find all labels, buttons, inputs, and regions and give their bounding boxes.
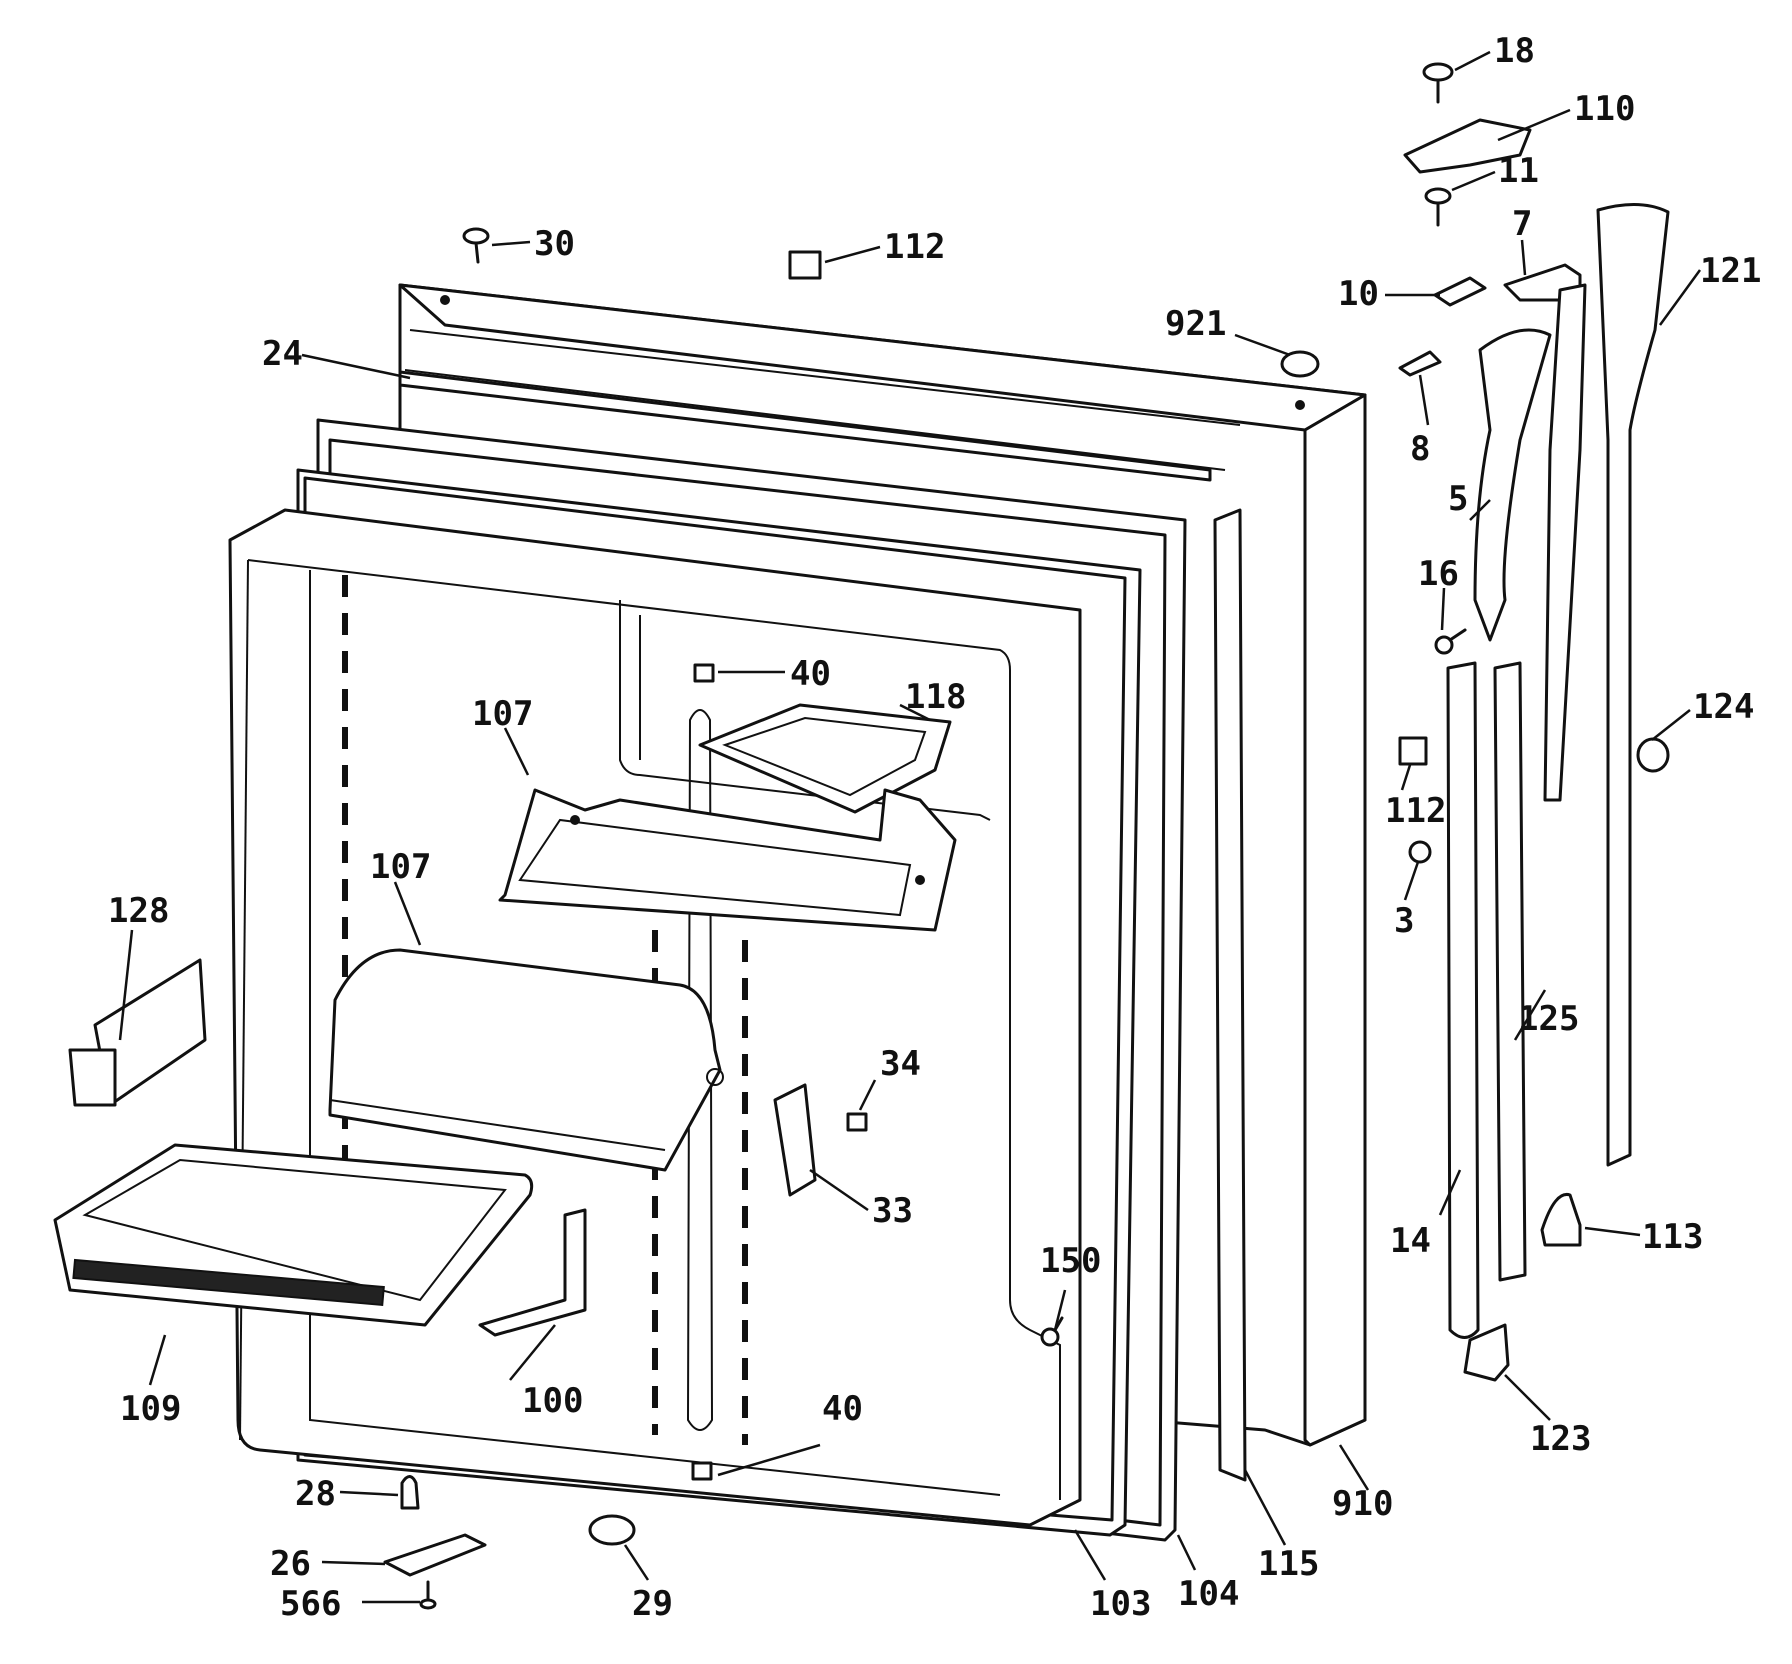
- callout-109: 109: [120, 1389, 181, 1429]
- leader-lines: [118, 50, 1702, 1604]
- callout-29: 29: [632, 1584, 673, 1624]
- callout-150: 150: [1040, 1241, 1101, 1281]
- butter-compartment-part: [68, 958, 207, 1107]
- lower-covered-door-bin: [328, 948, 724, 1172]
- hinge-cover-part: [1403, 118, 1532, 174]
- screw-part-18: [1422, 62, 1454, 104]
- clip-part-112-top: [788, 250, 822, 280]
- callout-104: 104: [1178, 1574, 1239, 1614]
- callout-921: 921: [1165, 304, 1226, 344]
- top-trim-strip: [398, 370, 1212, 482]
- callout-7: 7: [1512, 204, 1532, 244]
- callout-3: 3: [1394, 901, 1414, 941]
- clip-part-40-upper: [693, 663, 715, 683]
- callout-16: 16: [1418, 554, 1459, 594]
- callout-910: 910: [1332, 1484, 1393, 1524]
- screw-part-566: [419, 1580, 437, 1610]
- callout-123: 123: [1530, 1419, 1591, 1459]
- hinge-pin-part-8: [1398, 350, 1442, 377]
- callout-labels: 18 110 11 7 121 30 112 10 921 24 8 5 16 …: [108, 31, 1761, 1624]
- callout-128: 128: [108, 891, 169, 931]
- callout-112-top: 112: [884, 227, 945, 267]
- nut-part-3: [1408, 840, 1432, 864]
- door-rail-part-14: [1446, 661, 1480, 1339]
- plate-part-26: [383, 1533, 487, 1577]
- callout-566: 566: [280, 1584, 341, 1624]
- callout-113: 113: [1642, 1217, 1703, 1257]
- callout-28: 28: [295, 1474, 336, 1514]
- clip-part-40-lower: [691, 1461, 713, 1481]
- bin-support-bracket: [478, 1208, 587, 1337]
- pin-part-28: [400, 1475, 420, 1510]
- callout-110: 110: [1574, 89, 1635, 129]
- door-rail-part-125: [1493, 661, 1527, 1282]
- screw-part-150: [1040, 1316, 1064, 1347]
- callout-24: 24: [262, 334, 303, 374]
- door-stop-part-113: [1540, 1192, 1582, 1247]
- callout-30: 30: [534, 224, 575, 264]
- callout-40-lower: 40: [822, 1389, 863, 1429]
- callout-40-upper: 40: [790, 654, 831, 694]
- spacer-part-124: [1636, 737, 1670, 773]
- callout-125: 125: [1518, 999, 1579, 1039]
- callout-34: 34: [880, 1044, 921, 1084]
- plug-button-part-921: [1280, 350, 1320, 378]
- dairy-door-part: [698, 703, 952, 814]
- upper-door-shelf-bin: [498, 788, 957, 932]
- callout-33: 33: [872, 1191, 913, 1231]
- callout-11: 11: [1498, 151, 1539, 191]
- callout-118: 118: [905, 677, 966, 717]
- callout-8: 8: [1410, 429, 1430, 469]
- callout-112-right: 112: [1385, 791, 1446, 831]
- callout-100: 100: [522, 1381, 583, 1421]
- callout-10: 10: [1338, 274, 1379, 314]
- callout-18: 18: [1494, 31, 1535, 71]
- callout-14: 14: [1390, 1221, 1431, 1261]
- bottom-hinge-part-123: [1463, 1323, 1510, 1382]
- callout-26: 26: [270, 1544, 311, 1584]
- clip-part-34: [846, 1112, 868, 1132]
- screw-part-11: [1424, 187, 1452, 227]
- callout-107-lower: 107: [370, 847, 431, 887]
- handle-channel-part-7: [1543, 283, 1587, 802]
- screw-part-30: [462, 227, 490, 264]
- handle-trim-part-121: [1596, 202, 1670, 1167]
- callout-5: 5: [1448, 479, 1468, 519]
- door-gasket-strip: [1213, 508, 1247, 1482]
- bolt-part-16: [1434, 628, 1467, 655]
- clip-part-112-right: [1398, 736, 1428, 766]
- egg-tray-bracket: [773, 1083, 817, 1197]
- callout-121: 121: [1700, 251, 1761, 291]
- callout-107-upper: 107: [472, 694, 533, 734]
- callout-115: 115: [1258, 1544, 1319, 1584]
- callout-124: 124: [1693, 687, 1754, 727]
- door-handle-part-5: [1473, 328, 1552, 642]
- plug-part-29: [588, 1514, 636, 1546]
- callout-103: 103: [1090, 1584, 1151, 1624]
- hinge-plate-part-10: [1433, 276, 1487, 307]
- large-door-bin: [53, 1143, 534, 1327]
